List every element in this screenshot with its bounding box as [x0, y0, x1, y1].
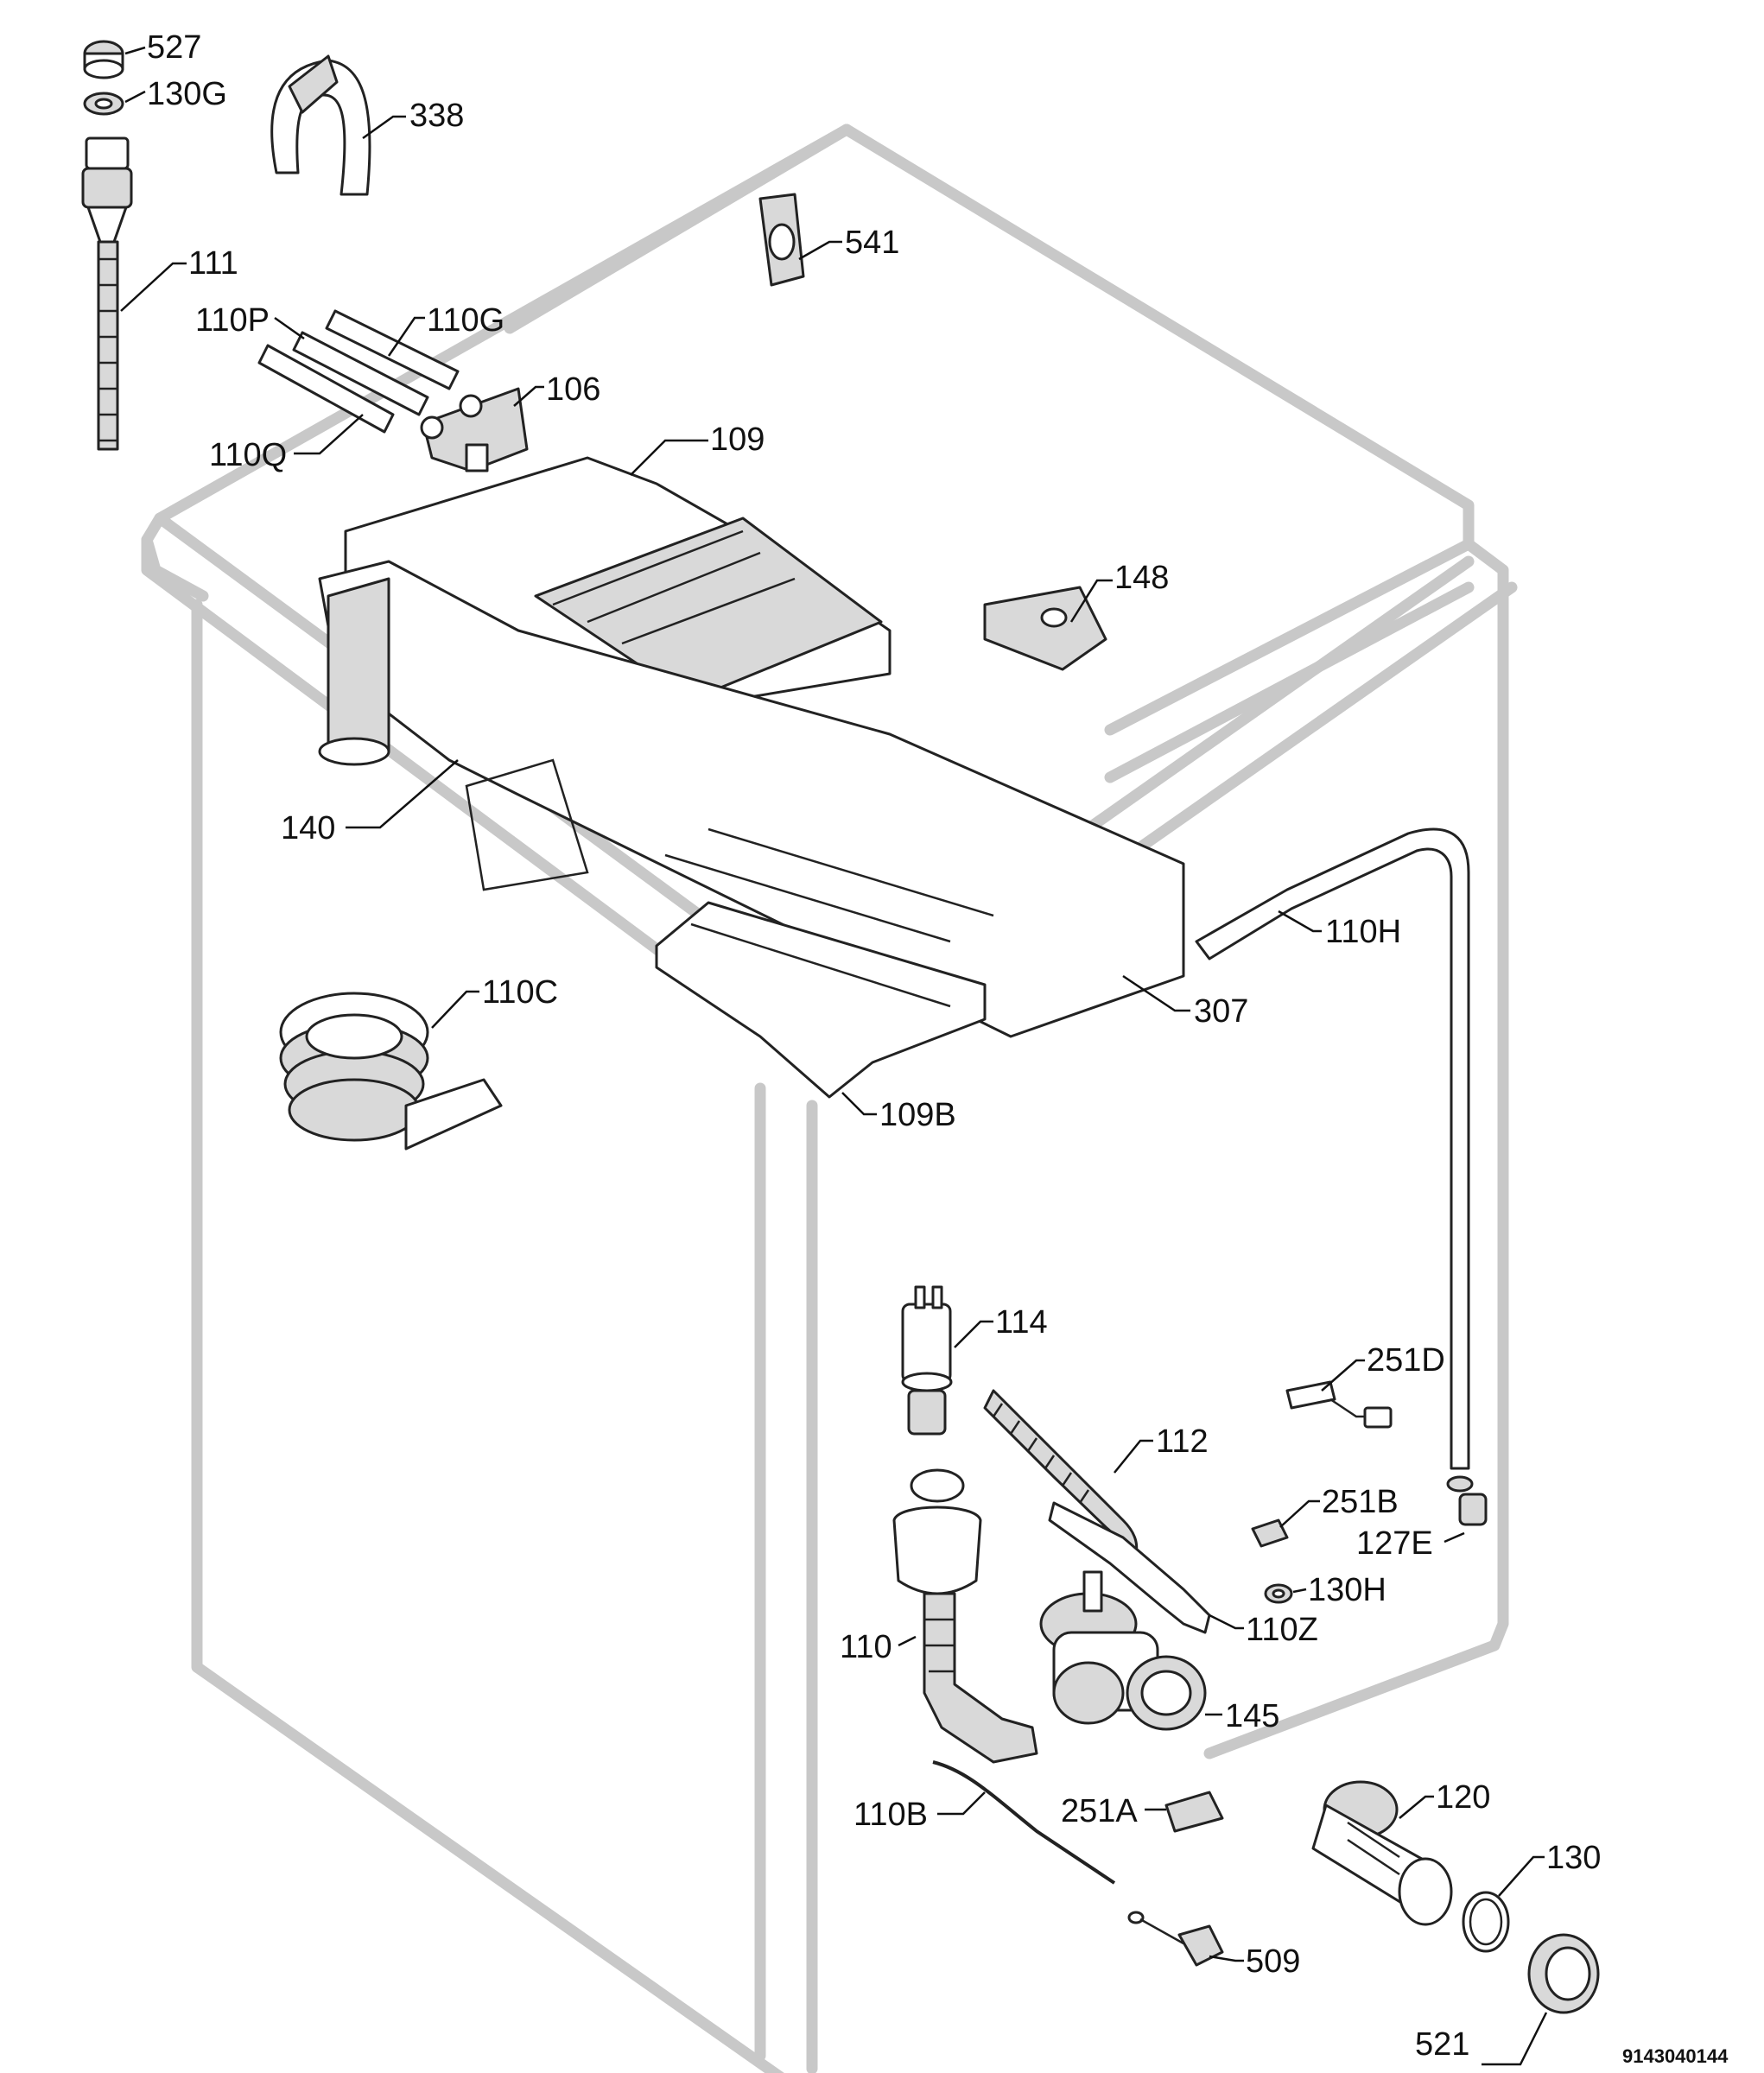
callout-114: 114 — [995, 1304, 1048, 1341]
leader-109b — [841, 1092, 877, 1116]
leader-106 — [513, 385, 544, 407]
callout-110b: 110B — [853, 1797, 928, 1833]
leader-110q — [294, 414, 364, 455]
callout-109: 109 — [710, 422, 765, 458]
callout-527: 527 — [147, 29, 202, 66]
leader-130h — [1292, 1588, 1307, 1594]
callout-130g: 130G — [147, 76, 227, 112]
callout-110g: 110G — [427, 302, 505, 339]
callout-109b: 109B — [879, 1097, 956, 1133]
callout-110z: 110Z — [1246, 1612, 1318, 1648]
leader-130g — [124, 90, 146, 104]
leader-148 — [1069, 579, 1113, 623]
callout-106: 106 — [546, 371, 601, 408]
leader-110z — [1209, 1613, 1244, 1630]
document-number: 9143040144 — [1622, 2045, 1729, 2067]
bracket-541 — [758, 193, 805, 287]
leader-541 — [798, 240, 842, 261]
callout-130h: 130H — [1308, 1572, 1386, 1608]
leader-251d — [1321, 1359, 1365, 1392]
door-boot-110c — [279, 992, 503, 1151]
callout-307: 307 — [1194, 993, 1249, 1030]
overflow-hose-110h — [1195, 827, 1474, 1493]
washer-130g — [83, 92, 124, 116]
leader-112 — [1114, 1439, 1153, 1474]
clip-148 — [983, 586, 1107, 671]
leader-110c — [431, 990, 479, 1029]
leader-140 — [346, 759, 459, 829]
nut-527 — [83, 40, 124, 79]
leader-527 — [124, 46, 146, 55]
callout-251b: 251B — [1322, 1484, 1399, 1520]
grommet-127e — [1458, 1493, 1488, 1526]
callout-110h: 110H — [1325, 914, 1402, 950]
tube-110b — [932, 1760, 1116, 1885]
grommet-130h — [1264, 1583, 1293, 1604]
callout-110q: 110Q — [209, 437, 288, 473]
pressure-switch-114 — [901, 1285, 953, 1436]
callout-110c: 110C — [482, 974, 559, 1011]
callout-120: 120 — [1436, 1779, 1491, 1816]
callout-541: 541 — [845, 225, 900, 261]
wire-clip-251d — [1285, 1380, 1393, 1429]
drain-pump-145 — [1039, 1570, 1207, 1731]
callout-110p: 110P — [195, 302, 270, 339]
leader-120 — [1399, 1795, 1434, 1819]
leader-110 — [898, 1635, 917, 1647]
leader-338 — [362, 115, 406, 140]
plug-509 — [1127, 1911, 1224, 1967]
sump-hose-110 — [892, 1468, 1038, 1764]
callout-338: 338 — [409, 98, 465, 134]
leader-109 — [630, 439, 708, 476]
filter-cap-521 — [1527, 1933, 1600, 2014]
callout-110: 110 — [840, 1629, 892, 1665]
callout-148: 148 — [1114, 560, 1170, 596]
hose-guide-338 — [270, 54, 371, 196]
leader-110h — [1278, 910, 1322, 933]
callout-127e: 127E — [1356, 1525, 1433, 1562]
leader-509 — [1209, 1955, 1244, 1962]
leader-110p — [274, 316, 305, 340]
o-ring-130 — [1462, 1891, 1510, 1953]
callout-111: 111 — [188, 245, 238, 282]
leader-111 — [120, 262, 187, 312]
valve-106 — [420, 387, 529, 472]
hose-110z — [1048, 1501, 1211, 1634]
clip-251b — [1251, 1518, 1289, 1548]
dispenser-frame-140 — [318, 560, 1185, 1038]
leader-307 — [1122, 974, 1190, 1012]
callout-251d: 251D — [1367, 1342, 1445, 1379]
leader-127e — [1444, 1531, 1465, 1544]
callout-145: 145 — [1225, 1698, 1280, 1734]
clip-251a — [1164, 1791, 1224, 1833]
leader-130 — [1498, 1855, 1545, 1897]
callout-130: 130 — [1546, 1840, 1602, 1876]
leader-110g — [387, 316, 425, 357]
inlet-hose-111 — [81, 136, 133, 451]
lower-housing-109b — [655, 901, 987, 1099]
callout-521: 521 — [1415, 2026, 1470, 2063]
leader-114 — [954, 1320, 993, 1348]
leader-251b — [1279, 1499, 1320, 1528]
leader-521 — [1482, 2012, 1548, 2066]
filter-120 — [1311, 1780, 1453, 1926]
callout-112: 112 — [1156, 1423, 1209, 1460]
callout-140: 140 — [281, 810, 336, 846]
callout-251a: 251A — [1061, 1793, 1138, 1829]
leader-110b — [937, 1791, 986, 1816]
callout-509: 509 — [1246, 1943, 1301, 1980]
